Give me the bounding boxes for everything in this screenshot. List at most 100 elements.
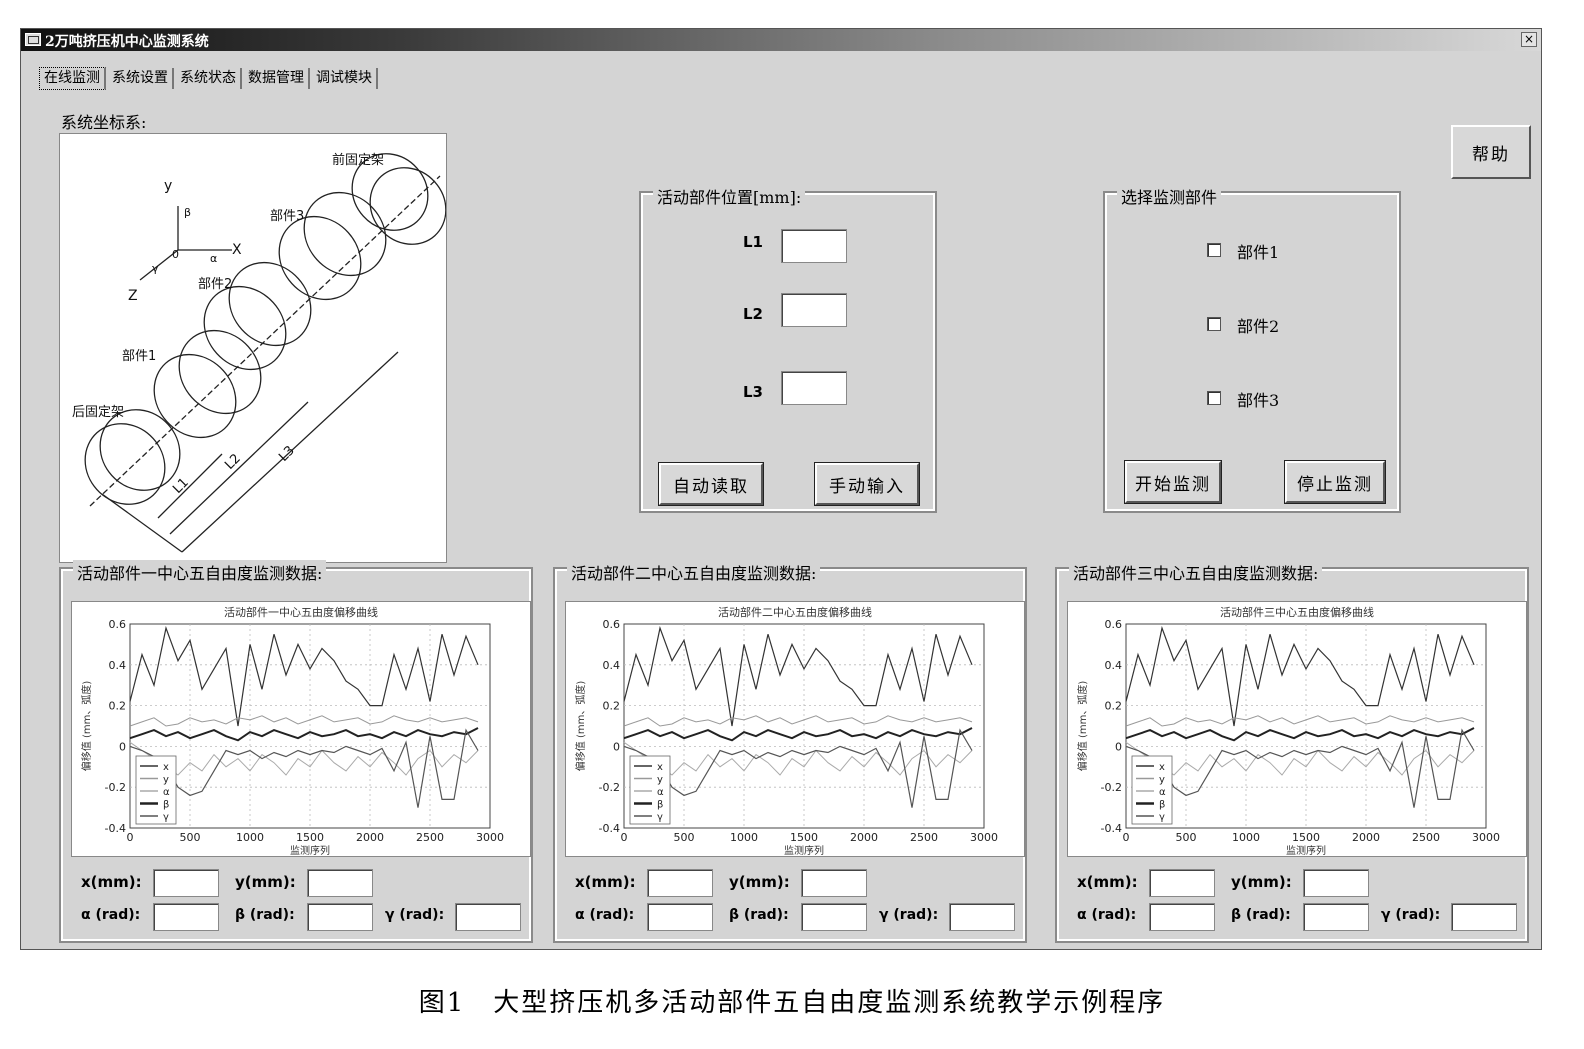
x-tick-label: 1500 bbox=[790, 831, 818, 844]
position-group-title: 活动部件位置[mm]: bbox=[653, 184, 806, 208]
y-tick-label: -0.4 bbox=[1101, 822, 1122, 835]
part3-x-field[interactable] bbox=[1149, 869, 1215, 897]
l1-input[interactable] bbox=[781, 229, 847, 263]
series-line-1 bbox=[623, 715, 973, 727]
x-tick-label: 0 bbox=[621, 831, 628, 844]
legend-label: γ bbox=[1159, 812, 1165, 823]
part2-checkbox[interactable] bbox=[1207, 317, 1221, 331]
y-tick-label: -0.2 bbox=[1101, 781, 1122, 794]
label-gamma-angle: γ bbox=[152, 262, 159, 275]
part1-beta-field[interactable] bbox=[307, 903, 373, 931]
label-axis-y: y bbox=[164, 178, 172, 194]
legend-label: α bbox=[163, 787, 170, 798]
app-window-icon bbox=[25, 33, 41, 46]
part3-beta-field[interactable] bbox=[1303, 903, 1369, 931]
y-tick-label: 0.2 bbox=[603, 700, 621, 713]
part3-beta-label: β (rad): bbox=[1231, 907, 1291, 923]
x-tick-label: 3000 bbox=[476, 831, 504, 844]
close-button[interactable]: × bbox=[1521, 32, 1537, 47]
legend-label: x bbox=[163, 762, 169, 773]
tab-bar: 在线监测系统设置系统状态数据管理调试模块 bbox=[39, 67, 380, 90]
l2-label: L2 bbox=[743, 305, 763, 323]
y-tick-label: 0.6 bbox=[109, 618, 127, 631]
part1-x-field[interactable] bbox=[153, 869, 219, 897]
legend-label: γ bbox=[657, 812, 663, 823]
part2-chart-title: 活动部件二中心五由度偏移曲线 bbox=[718, 605, 872, 619]
tab-system-status[interactable]: 系统状态 bbox=[176, 68, 242, 89]
center-axis-line bbox=[89, 175, 441, 507]
x-tick-label: 2000 bbox=[356, 831, 384, 844]
part1-x-label: x(mm): bbox=[81, 873, 142, 891]
part3-y-label: y(mm): bbox=[1231, 873, 1292, 891]
legend-label: x bbox=[657, 762, 663, 773]
part3-gamma-field[interactable] bbox=[1451, 903, 1517, 931]
label-beta-angle: β bbox=[184, 206, 191, 219]
y-tick-label: 0.2 bbox=[1105, 700, 1123, 713]
start-monitor-button[interactable]: 开始监测 bbox=[1124, 460, 1222, 504]
series-line-0 bbox=[129, 625, 479, 727]
y-tick-label: 0.6 bbox=[1105, 618, 1123, 631]
coordinate-diagram: y X Z 0 β γ α 前固定架 部件3 部件2 部件1 后固定架 L1 L… bbox=[59, 133, 447, 563]
part3-checkbox[interactable] bbox=[1207, 391, 1221, 405]
part3-y-field[interactable] bbox=[1303, 869, 1369, 897]
auto-read-button[interactable]: 自动读取 bbox=[658, 462, 764, 506]
l2-input[interactable] bbox=[781, 293, 847, 327]
x-tick-label: 0 bbox=[1123, 831, 1130, 844]
tab-system-settings[interactable]: 系统设置 bbox=[108, 68, 174, 89]
part2-gamma-field[interactable] bbox=[949, 903, 1015, 931]
y-tick-label: -0.4 bbox=[599, 822, 620, 835]
label-front-support: 前固定架 bbox=[332, 152, 384, 168]
y-tick-label: 0.6 bbox=[603, 618, 621, 631]
manual-input-button[interactable]: 手动输入 bbox=[814, 462, 920, 506]
part2-checkbox-label: 部件2 bbox=[1237, 317, 1280, 336]
y-tick-label: 0.4 bbox=[109, 659, 127, 672]
legend-label: y bbox=[163, 775, 169, 786]
z-axis-arrow bbox=[139, 249, 179, 281]
x-tick-label: 2500 bbox=[416, 831, 444, 844]
part1-alpha-field[interactable] bbox=[153, 903, 219, 931]
select-part-group-title: 选择监测部件 bbox=[1117, 184, 1222, 208]
x-tick-label: 3000 bbox=[1472, 831, 1500, 844]
series-line-0 bbox=[623, 625, 973, 727]
part1-checkbox[interactable] bbox=[1207, 243, 1221, 257]
series-line-2 bbox=[623, 741, 973, 776]
l1-label: L1 bbox=[743, 233, 763, 251]
l3-input[interactable] bbox=[781, 371, 847, 405]
x-axis-label: 监测序列 bbox=[1286, 844, 1326, 856]
part1-ring-front bbox=[153, 353, 237, 439]
title-bar[interactable]: 2万吨挤压机中心监测系统 × bbox=[21, 29, 1541, 51]
stop-monitor-button[interactable]: 停止监测 bbox=[1284, 460, 1386, 504]
y-tick-label: -0.2 bbox=[599, 781, 620, 794]
help-button[interactable]: 帮助 bbox=[1451, 125, 1531, 179]
label-rear-support: 后固定架 bbox=[72, 405, 124, 420]
label-origin: 0 bbox=[172, 248, 179, 261]
part3-alpha-field[interactable] bbox=[1149, 903, 1215, 931]
part2-beta-label: β (rad): bbox=[729, 907, 789, 923]
tab-debug-module[interactable]: 调试模块 bbox=[312, 68, 378, 89]
part1-panel-title: 活动部件一中心五自由度监测数据: bbox=[73, 560, 327, 584]
x-tick-label: 500 bbox=[674, 831, 695, 844]
part1-alpha-label: α (rad): bbox=[81, 907, 141, 923]
part1-gamma-field[interactable] bbox=[455, 903, 521, 931]
y-tick-label: -0.4 bbox=[105, 822, 126, 835]
dimension-extension-left bbox=[101, 493, 183, 553]
part2-beta-field[interactable] bbox=[801, 903, 867, 931]
label-axis-x: X bbox=[232, 242, 242, 258]
tab-online-monitor[interactable]: 在线监测 bbox=[39, 67, 106, 90]
legend-label: x bbox=[1159, 762, 1165, 773]
figure-caption: 图1 大型挤压机多活动部件五自由度监测系统教学示例程序 bbox=[418, 988, 1166, 1018]
rear-support-ring-back bbox=[99, 409, 181, 491]
part1-y-field[interactable] bbox=[307, 869, 373, 897]
tab-data-management[interactable]: 数据管理 bbox=[244, 68, 310, 89]
part3-readouts: x(mm): y(mm): α (rad): β (rad): γ (rad): bbox=[1067, 859, 1525, 937]
part2-x-field[interactable] bbox=[647, 869, 713, 897]
x-tick-label: 1500 bbox=[296, 831, 324, 844]
part2-y-field[interactable] bbox=[801, 869, 867, 897]
series-line-4 bbox=[623, 728, 973, 808]
part2-alpha-field[interactable] bbox=[647, 903, 713, 931]
